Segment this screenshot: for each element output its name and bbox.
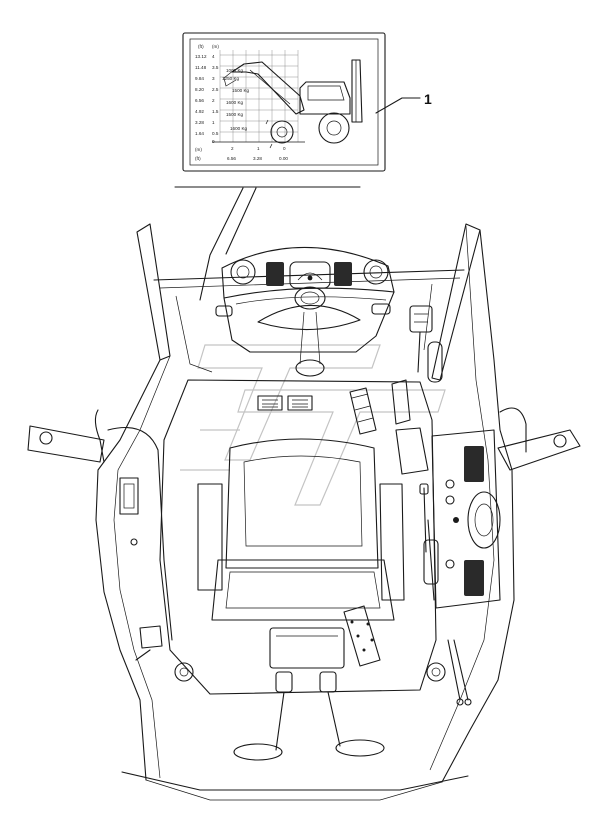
left-warning-light-panel xyxy=(266,262,284,286)
ft-tick: 6.56 xyxy=(227,156,236,161)
key-switch-icon[interactable] xyxy=(453,517,459,523)
left-stalk[interactable] xyxy=(215,305,233,317)
ft-tick: 4.92 xyxy=(195,109,204,114)
gear-lever[interactable] xyxy=(391,379,411,425)
gear-lever-boot xyxy=(395,427,429,475)
left-side-panel xyxy=(119,477,139,515)
left-units: (ft) xyxy=(198,44,204,49)
ft-tick: 11.48 xyxy=(195,65,207,70)
instrument-cluster xyxy=(289,261,331,289)
right-air-vent-icon xyxy=(363,259,389,285)
left-door-handle[interactable] xyxy=(27,425,105,463)
ft-tick: 3.28 xyxy=(253,156,262,161)
zoom-wedge xyxy=(174,186,361,301)
right-rear-pedal[interactable] xyxy=(335,739,385,757)
m-tick: 0.5 xyxy=(212,131,219,136)
load-label: 1600 Kg xyxy=(226,100,244,105)
m-tick: 4 xyxy=(212,54,215,59)
seat-backrest xyxy=(225,438,379,569)
load-chart-decal: (ft) 13.12 11.48 9.84 8.20 6.56 4.92 3.2… xyxy=(182,32,386,172)
operator-seat xyxy=(197,438,405,621)
rear-pedal[interactable] xyxy=(343,605,381,667)
load-label: 1500 Kg xyxy=(226,112,244,117)
m-tick: 2 xyxy=(212,98,215,103)
left-side xyxy=(27,409,194,682)
right-rear-lever[interactable] xyxy=(327,691,341,747)
bottom-ft-units: (ft) xyxy=(195,156,201,161)
switch-panel-upper[interactable] xyxy=(464,446,484,482)
right-warning-light-panel xyxy=(334,262,352,286)
brake-pedal-left[interactable] xyxy=(257,395,283,411)
right-stalk[interactable] xyxy=(371,303,391,315)
ft-tick: 9.84 xyxy=(195,76,204,81)
floor-drain-right xyxy=(426,662,446,682)
console-knob[interactable] xyxy=(445,495,455,505)
floor-drain-left xyxy=(174,662,194,682)
ft-tick: 6.56 xyxy=(195,98,204,103)
aux-lever[interactable] xyxy=(427,519,435,601)
steering-wheel[interactable] xyxy=(257,304,361,331)
m-tick: 3 xyxy=(212,76,215,81)
right-armrest xyxy=(379,483,405,601)
brake-pedal-right[interactable] xyxy=(287,395,313,411)
right-units: (m) xyxy=(212,44,219,49)
rear-control-block xyxy=(269,627,345,669)
m-tick: 2 xyxy=(231,146,234,151)
steering-column-base xyxy=(295,359,325,377)
left-rear-lever[interactable] xyxy=(275,691,285,751)
right-door-handle[interactable] xyxy=(497,429,581,471)
m-tick: 1 xyxy=(212,120,215,125)
m-tick: 0 xyxy=(212,139,215,144)
load-label: 1250 Kg xyxy=(222,76,240,81)
bottom-m-units: (m) xyxy=(195,147,202,152)
joystick-lever[interactable] xyxy=(409,305,433,333)
load-label: 1000 Kg xyxy=(226,68,244,73)
rear-levers xyxy=(233,671,385,761)
load-labels: 1000 Kg 1250 Kg 1500 Kg 1600 Kg 1500 Kg … xyxy=(222,68,250,131)
load-chart-grid xyxy=(212,50,305,143)
ft-tick: 3.28 xyxy=(195,120,204,125)
m-tick: 1.5 xyxy=(212,109,219,114)
console-knob[interactable] xyxy=(445,559,455,569)
left-scale: (ft) 13.12 11.48 9.84 8.20 6.56 4.92 3.2… xyxy=(195,44,207,136)
m-tick: 2.5 xyxy=(212,87,219,92)
rear-floor xyxy=(269,605,472,706)
ft-tick: 1.64 xyxy=(195,131,204,136)
accelerator-pedal[interactable] xyxy=(349,387,377,435)
dashboard xyxy=(215,246,395,377)
m-tick: 1 xyxy=(257,146,260,151)
m-tick: 0 xyxy=(283,146,286,151)
aux-lever[interactable] xyxy=(423,487,427,553)
console-knob[interactable] xyxy=(445,479,455,489)
load-label: 1600 Kg xyxy=(230,126,248,131)
callout-number: 1 xyxy=(424,91,432,107)
pedals xyxy=(257,387,377,435)
left-air-vent-icon xyxy=(230,259,256,285)
hand-throttle[interactable] xyxy=(427,341,443,383)
left-lever[interactable] xyxy=(139,625,163,649)
ft-tick: 0.00 xyxy=(279,156,288,161)
right-control-panel xyxy=(431,429,501,609)
watermark xyxy=(180,344,446,506)
callout-1: 1 xyxy=(375,91,432,114)
right-cables xyxy=(447,639,469,701)
loader-silhouette xyxy=(223,59,363,149)
m-tick: 3.5 xyxy=(212,65,219,70)
gauge-cluster xyxy=(467,491,501,549)
steering-wheel-hub[interactable] xyxy=(294,286,326,310)
left-rear-pedal[interactable] xyxy=(233,743,283,761)
seat-cushion xyxy=(211,559,395,621)
load-label: 1500 Kg xyxy=(232,88,250,93)
cab-frame xyxy=(95,223,515,801)
switch-panel-lower[interactable] xyxy=(464,560,484,596)
ft-tick: 8.20 xyxy=(195,87,204,92)
right-scale: (m) 4 3.5 3 2.5 2 1.5 1 0.5 0 xyxy=(212,44,219,144)
ft-tick: 13.12 xyxy=(195,54,207,59)
bottom-scale: (m) (ft) 2 1 0 6.56 3.28 0.00 xyxy=(195,146,288,161)
left-armrest xyxy=(197,483,223,591)
right-console xyxy=(391,305,581,609)
